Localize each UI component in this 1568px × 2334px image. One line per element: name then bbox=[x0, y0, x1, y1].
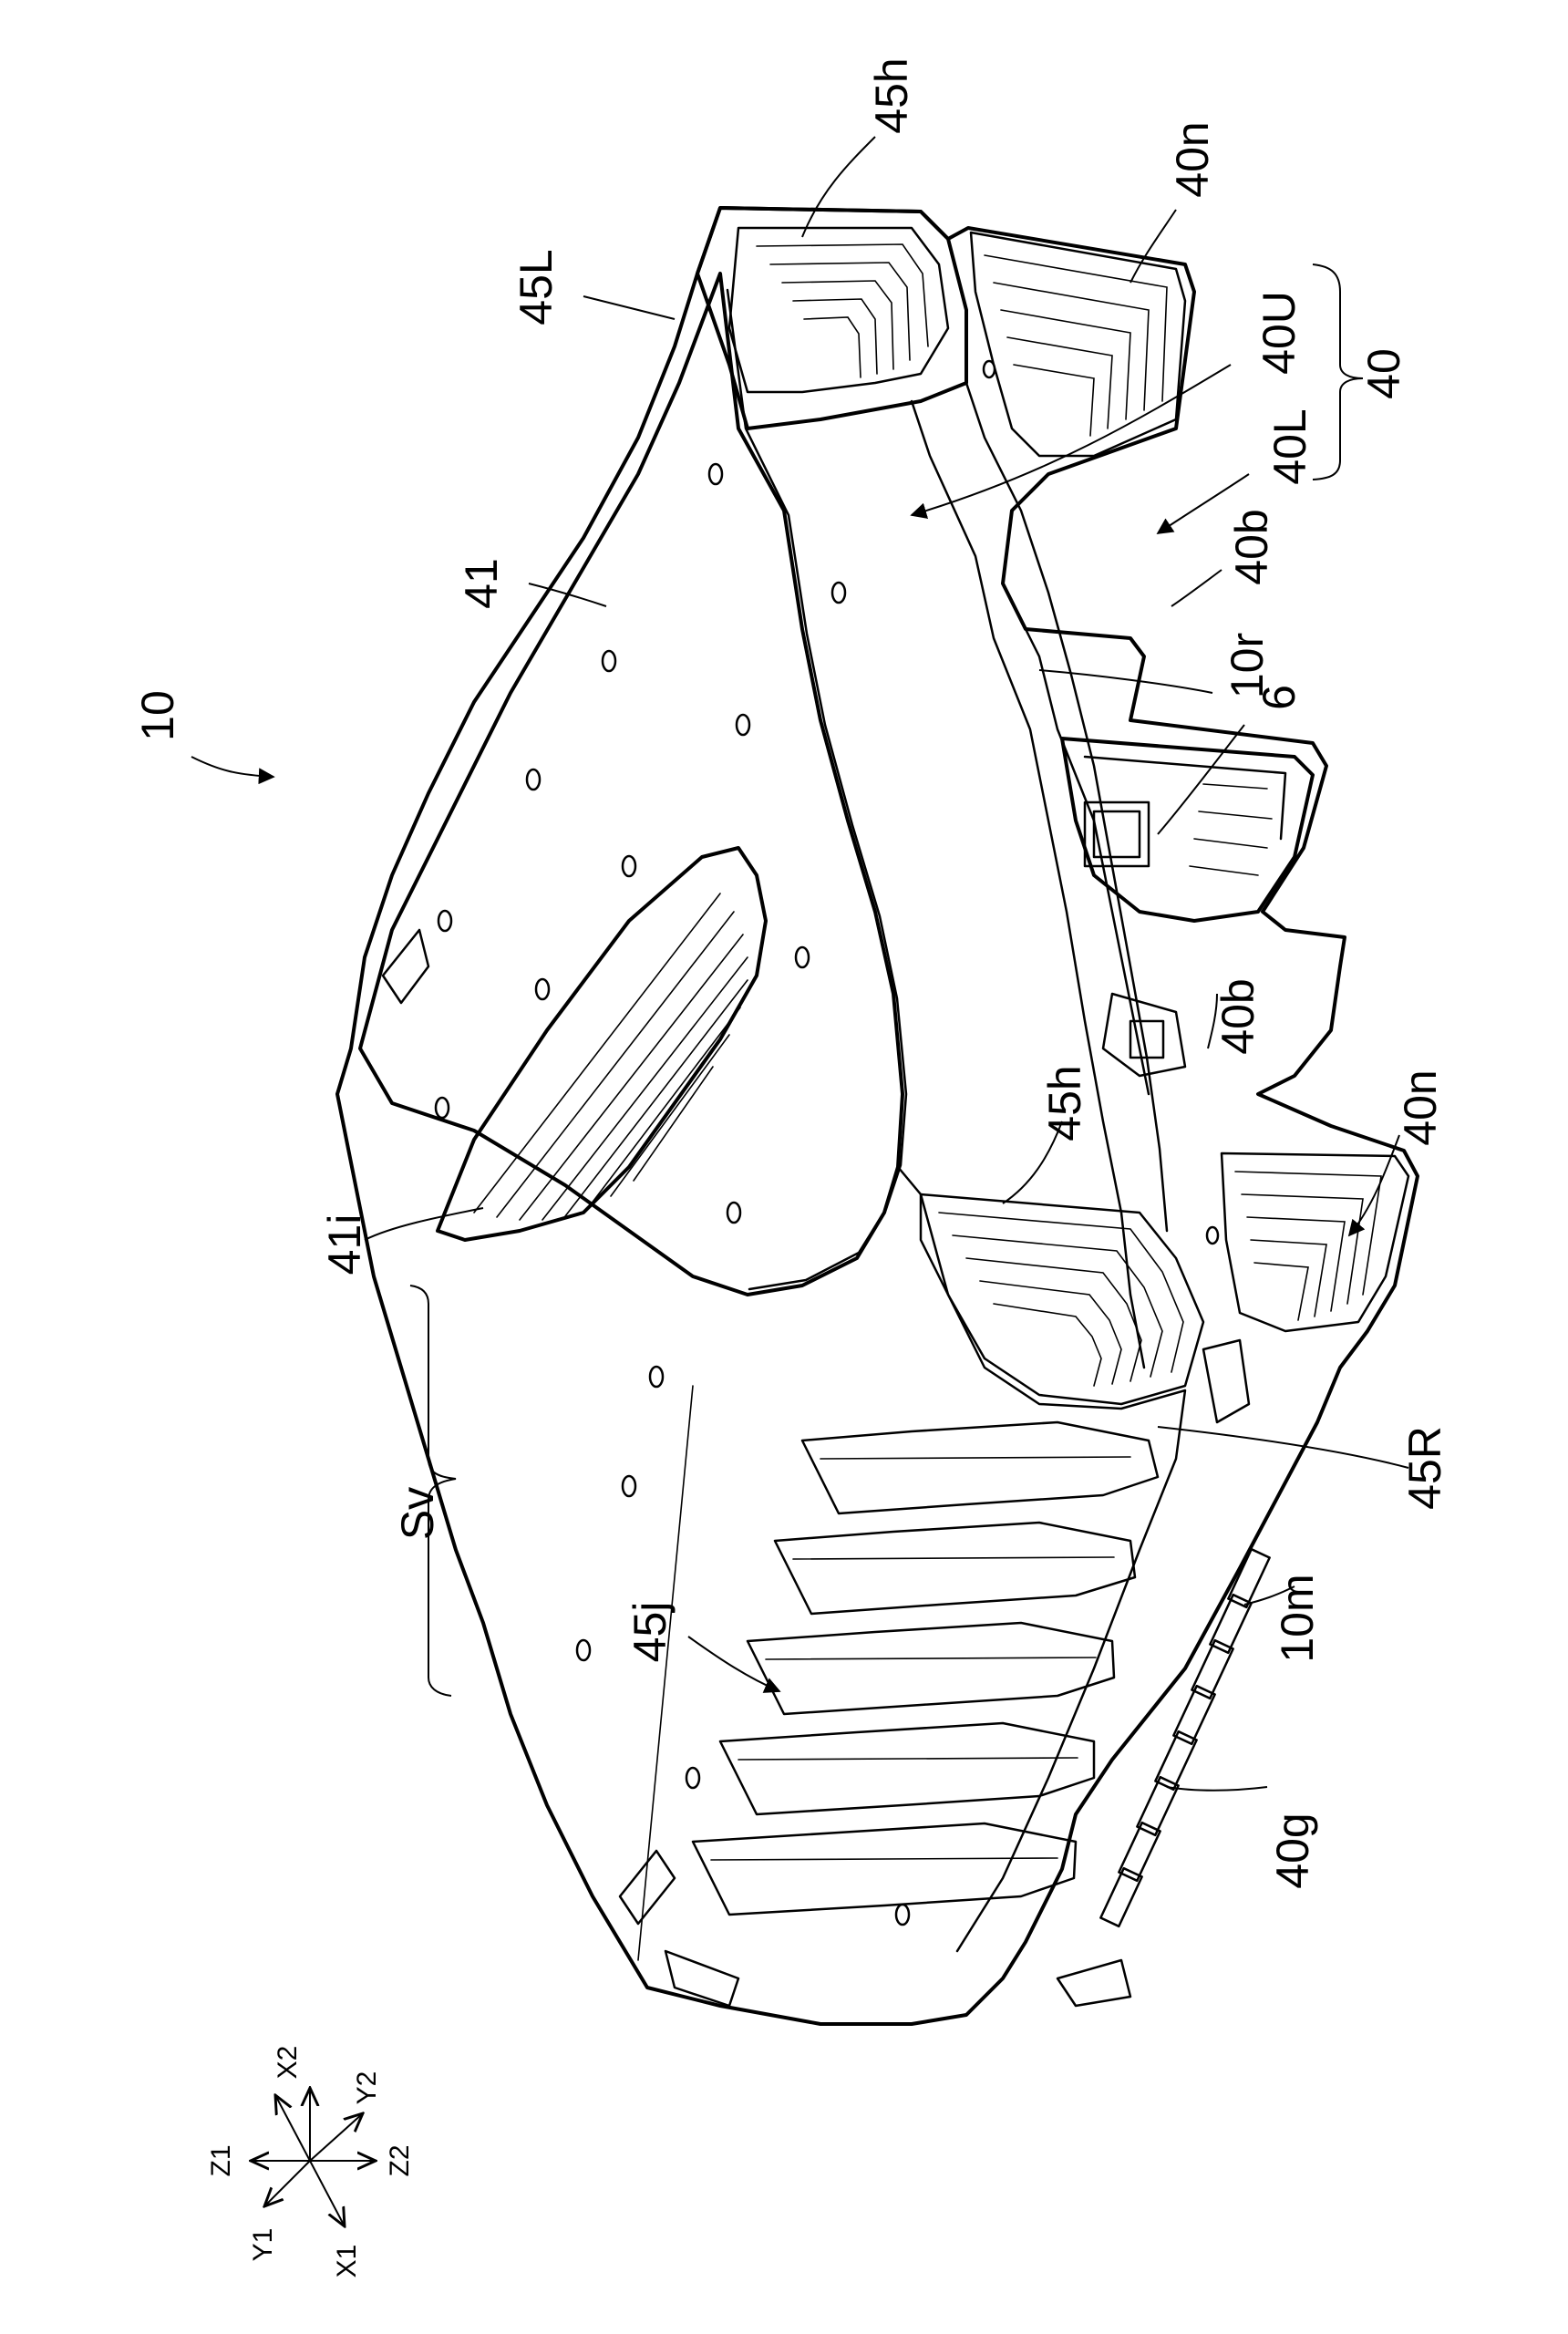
label-10r: 10r bbox=[1222, 633, 1273, 698]
label-40b-top: 40b bbox=[1226, 509, 1277, 584]
label-40n-mid: 40n bbox=[1395, 1069, 1446, 1145]
label-45R: 45R bbox=[1399, 1426, 1450, 1510]
intake-vent-slats bbox=[473, 893, 748, 1221]
grille-45h-mid bbox=[919, 1193, 1205, 1406]
leader-lines bbox=[191, 136, 1409, 1792]
label-Sv: Sv bbox=[392, 1487, 443, 1540]
label-45j: 45j bbox=[624, 1602, 676, 1663]
grille-40n-top bbox=[969, 231, 1187, 458]
axis-x2: X2 bbox=[273, 2046, 303, 2080]
axis-compass: X2 Y2 Z1 Z2 Y1 X1 bbox=[206, 2046, 415, 2278]
top-panel-41 bbox=[358, 272, 904, 1296]
label-41: 41 bbox=[456, 558, 507, 609]
label-40L: 40L bbox=[1264, 408, 1315, 484]
intake-vent-41i bbox=[436, 846, 768, 1242]
grille-45h-top bbox=[727, 226, 950, 394]
label-10: 10 bbox=[132, 690, 183, 741]
screw-holes bbox=[434, 359, 1220, 1926]
side-vent-45j bbox=[691, 1420, 1160, 1916]
reference-labels: 10 45h 40n 45L 40U 40 40L 41 40b 10r 6 4… bbox=[132, 57, 1450, 1888]
side-plate-45R bbox=[896, 1165, 1187, 1953]
label-40b-mid: 40b bbox=[1212, 978, 1264, 1054]
axis-y2: Y2 bbox=[352, 2071, 382, 2105]
label-6: 6 bbox=[1253, 685, 1305, 710]
device-drawing bbox=[335, 206, 1419, 2026]
label-10m: 10m bbox=[1272, 1574, 1323, 1662]
axis-z2: Z2 bbox=[385, 2144, 415, 2176]
grille-40n-mid bbox=[1220, 1152, 1410, 1333]
label-40n-top: 40n bbox=[1167, 121, 1218, 197]
label-40U: 40U bbox=[1253, 291, 1305, 375]
vent-slots-40g bbox=[1099, 1547, 1271, 1928]
label-40: 40 bbox=[1358, 348, 1409, 399]
label-45L: 45L bbox=[511, 249, 562, 325]
axis-y1: Y1 bbox=[248, 2228, 278, 2262]
label-45h-mid: 45h bbox=[1039, 1065, 1090, 1141]
label-40g: 40g bbox=[1267, 1812, 1318, 1888]
device-outline bbox=[335, 206, 1419, 2026]
label-41i: 41i bbox=[319, 1214, 370, 1275]
axis-x1: X1 bbox=[332, 2245, 362, 2278]
axis-z1: Z1 bbox=[206, 2144, 236, 2176]
label-45h-top: 45h bbox=[866, 57, 917, 133]
